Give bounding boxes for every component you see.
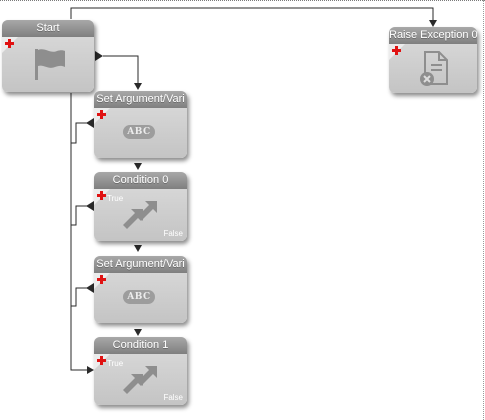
port-condition-0-left bbox=[86, 201, 94, 211]
arrowhead-condition-1 bbox=[134, 329, 142, 336]
condition-node-0[interactable]: Condition 0 True False bbox=[94, 172, 187, 241]
start-output-port bbox=[95, 51, 103, 61]
flag-icon bbox=[35, 49, 65, 80]
document-error-icon bbox=[420, 51, 448, 86]
canvas-right-border bbox=[483, 0, 485, 420]
abc-icon: ABC bbox=[123, 290, 155, 304]
loop-condition-0 bbox=[71, 205, 88, 226]
true-branch-label: True bbox=[107, 359, 124, 368]
true-branch-label: True bbox=[107, 194, 124, 203]
condition-node-1-title: Condition 1 bbox=[94, 337, 187, 354]
raise-exception-node[interactable]: Raise Exception 0 bbox=[389, 27, 477, 93]
connector-start-to-raise-exception bbox=[70, 7, 434, 21]
arrowhead-condition-0 bbox=[134, 163, 142, 170]
false-branch-label: False bbox=[163, 229, 183, 238]
connector-start-bus bbox=[70, 93, 89, 371]
port-set-argument-1-left bbox=[86, 118, 94, 128]
add-plus-icon[interactable] bbox=[5, 39, 14, 48]
arrowhead-raise-exception bbox=[429, 20, 437, 27]
arrowhead-set-argument-2 bbox=[134, 245, 142, 252]
diagonal-arrows-icon bbox=[123, 201, 157, 229]
loop-set-argument-1 bbox=[71, 122, 88, 144]
connector-start-to-set-argument-1 bbox=[103, 55, 139, 84]
false-branch-label: False bbox=[163, 393, 183, 402]
condition-node-1[interactable]: Condition 1 True False bbox=[94, 337, 187, 405]
add-plus-icon[interactable] bbox=[97, 275, 106, 284]
loop-set-argument-2 bbox=[71, 287, 88, 307]
abc-icon: ABC bbox=[123, 125, 155, 139]
arrowhead-set-argument-1 bbox=[134, 83, 142, 90]
set-argument-node-2[interactable]: Set Argument/Vari ABC bbox=[94, 256, 187, 323]
add-plus-icon[interactable] bbox=[97, 191, 106, 200]
add-plus-icon[interactable] bbox=[392, 46, 401, 55]
start-node-title: Start bbox=[2, 20, 94, 37]
add-plus-icon[interactable] bbox=[97, 110, 106, 119]
add-plus-icon[interactable] bbox=[97, 356, 106, 365]
set-argument-node-1[interactable]: Set Argument/Vari ABC bbox=[94, 91, 187, 158]
canvas-top-border bbox=[0, 0, 485, 2]
raise-exception-node-title: Raise Exception 0 bbox=[389, 27, 477, 44]
diagonal-arrows-icon bbox=[123, 366, 157, 394]
port-set-argument-2-left bbox=[86, 283, 94, 293]
condition-node-0-title: Condition 0 bbox=[94, 172, 187, 189]
arrowhead-condition-1-left bbox=[87, 366, 94, 374]
set-argument-node-2-title: Set Argument/Vari bbox=[94, 256, 187, 273]
set-argument-node-1-title: Set Argument/Vari bbox=[94, 91, 187, 108]
start-node[interactable]: Start bbox=[2, 20, 94, 92]
